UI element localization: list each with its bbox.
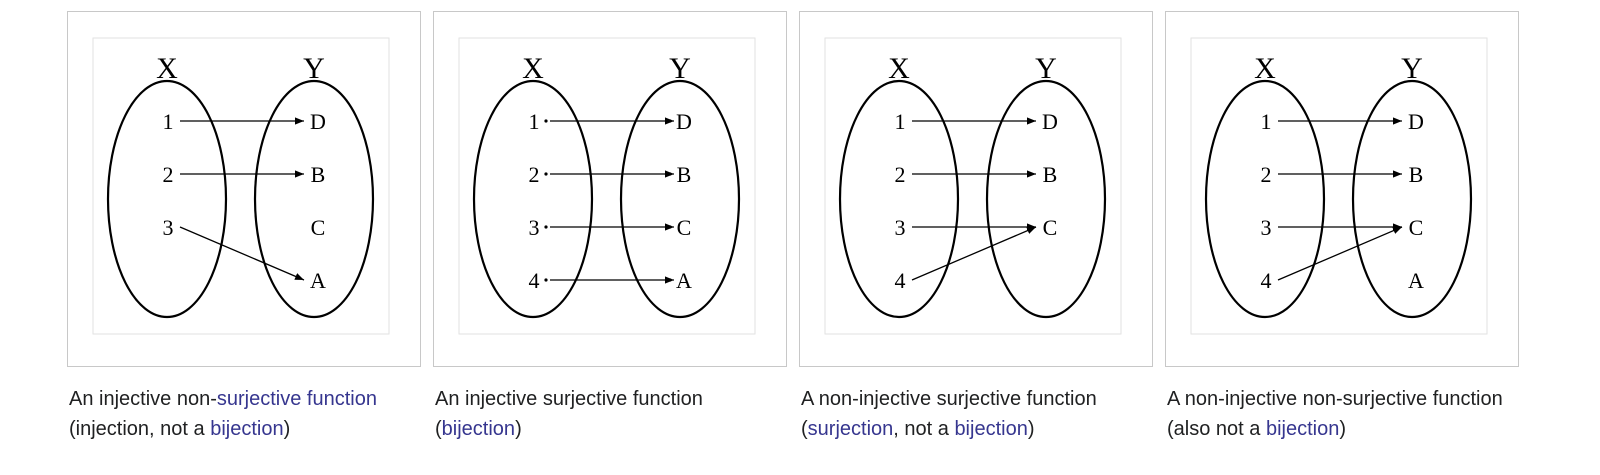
set-y-label: Y — [1401, 52, 1423, 85]
caption-link-surjective function[interactable]: surjective function — [216, 388, 377, 410]
codomain-element: D — [1042, 109, 1058, 134]
inner-border — [824, 37, 1122, 335]
caption-link-surjection[interactable]: surjection — [807, 418, 894, 440]
domain-element: 2 — [529, 162, 540, 187]
diagram-caption: A non-injective non-surjective function … — [1167, 384, 1517, 444]
mapping-diagram: X Y 1 2 3 4 D B C — [824, 37, 1122, 335]
codomain-element: A — [1408, 268, 1424, 293]
caption-text: ) — [283, 418, 291, 440]
set-x-ellipse — [106, 79, 228, 319]
domain-element: 4 — [895, 268, 906, 293]
diagram-caption: An injective surjective function (biject… — [435, 384, 785, 444]
caption-text: (injection, not a — [69, 418, 211, 440]
inner-border — [1190, 37, 1488, 335]
set-y-ellipse — [1351, 79, 1473, 319]
caption-text: An injective non- — [69, 388, 217, 410]
set-x-ellipse — [472, 79, 594, 319]
set-x-ellipse — [838, 79, 960, 319]
codomain-element: C — [1409, 215, 1424, 240]
codomain-element: D — [676, 109, 692, 134]
domain-element: 1 — [895, 109, 906, 134]
diagram-frame: X Y 1 2 3 4 D B C A — [1165, 11, 1519, 367]
set-x-label: X — [522, 52, 544, 85]
set-x-ellipse — [1204, 79, 1326, 319]
set-y-label: Y — [1035, 52, 1057, 85]
domain-element: 3 — [163, 215, 174, 240]
caption-link-bijection[interactable]: bijection — [210, 418, 284, 440]
element-dot — [668, 278, 672, 282]
element-dot — [668, 119, 672, 123]
caption-link-bijection[interactable]: bijection — [441, 418, 516, 440]
set-x-label: X — [888, 52, 910, 85]
domain-element: 2 — [163, 162, 174, 187]
caption-text: , not a — [893, 418, 955, 440]
domain-element: 1 — [1261, 109, 1272, 134]
mapping-diagram: X Y 1 2 3 4 D B C A — [458, 37, 756, 335]
domain-element: 3 — [529, 215, 540, 240]
mapping-diagram: X Y 1 2 3 D B C A — [92, 37, 390, 335]
codomain-element: B — [311, 162, 326, 187]
domain-element: 4 — [1261, 268, 1272, 293]
caption-text: ) — [1027, 418, 1035, 440]
element-dot — [544, 225, 548, 229]
caption-text: ) — [515, 418, 522, 440]
inner-border — [458, 37, 756, 335]
codomain-element: A — [310, 268, 326, 293]
domain-element: 4 — [529, 268, 540, 293]
set-y-ellipse — [985, 79, 1107, 319]
codomain-element: B — [1043, 162, 1058, 187]
mapping-arrow — [1277, 226, 1403, 281]
caption-link-bijection[interactable]: bijection — [1265, 418, 1340, 440]
mapping-diagram: X Y 1 2 3 4 D B C A — [1190, 37, 1488, 335]
set-x-label: X — [1254, 52, 1276, 85]
caption-text: A non-injective non-surjective function … — [1167, 388, 1503, 440]
domain-element: 2 — [895, 162, 906, 187]
diagram-frame: X Y 1 2 3 4 D B C A — [433, 11, 787, 367]
codomain-element: D — [1408, 109, 1424, 134]
element-dot — [544, 278, 548, 282]
caption-text: A non-injective surjective function ( — [801, 388, 1097, 440]
diagram-frame: X Y 1 2 3 D B C A — [67, 11, 421, 367]
caption-text: An injective surjective function ( — [435, 388, 703, 440]
codomain-element: C — [1043, 215, 1058, 240]
element-dot — [544, 172, 548, 176]
element-dot — [668, 225, 672, 229]
codomain-element: B — [1409, 162, 1424, 187]
element-dot — [668, 172, 672, 176]
domain-element: 3 — [1261, 215, 1272, 240]
diagram-caption: An injective non-surjective function (in… — [69, 384, 419, 444]
caption-link-bijection[interactable]: bijection — [954, 418, 1028, 440]
set-y-label: Y — [669, 52, 691, 85]
caption-text: ) — [1339, 418, 1347, 440]
domain-element: 2 — [1261, 162, 1272, 187]
codomain-element: B — [677, 162, 692, 187]
codomain-element: A — [676, 268, 692, 293]
set-x-label: X — [156, 52, 178, 85]
domain-element: 1 — [529, 109, 540, 134]
codomain-element: C — [311, 215, 326, 240]
diagram-caption: A non-injective surjective function (sur… — [801, 384, 1151, 444]
set-y-ellipse — [253, 79, 375, 319]
set-y-label: Y — [303, 52, 325, 85]
mapping-arrow — [179, 226, 305, 281]
domain-element: 3 — [895, 215, 906, 240]
codomain-element: C — [677, 215, 692, 240]
codomain-element: D — [310, 109, 326, 134]
element-dot — [544, 119, 548, 123]
inner-border — [92, 37, 390, 335]
set-y-ellipse — [619, 79, 741, 319]
domain-element: 1 — [163, 109, 174, 134]
diagram-frame: X Y 1 2 3 4 D B C — [799, 11, 1153, 367]
mapping-arrow — [911, 226, 1037, 281]
